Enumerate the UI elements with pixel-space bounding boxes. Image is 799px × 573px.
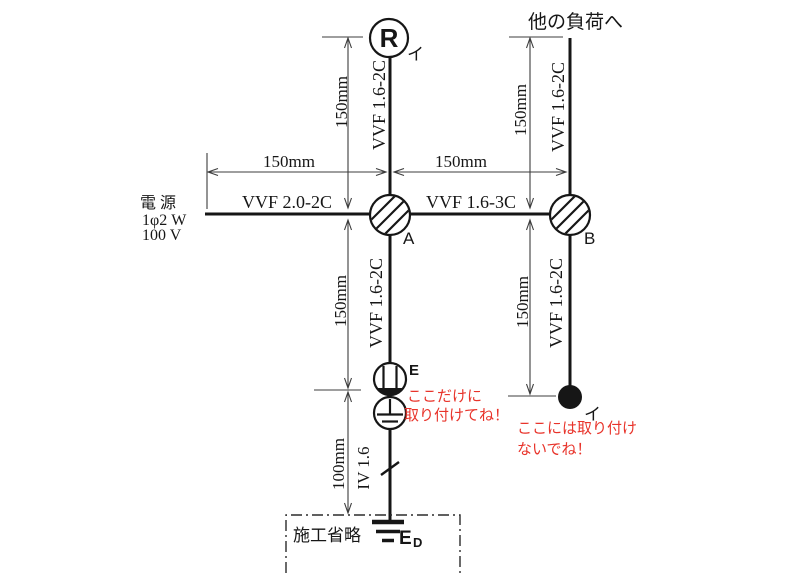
cable-label-a-to-b: VVF 1.6-3C — [426, 192, 516, 212]
outlet-with-earth-symbol — [372, 361, 408, 397]
junction-a-label: A — [403, 229, 415, 248]
power-source-line1: 電 源 — [140, 194, 176, 212]
note-no-attach-line1: ここには取り付け — [517, 420, 637, 437]
switch-symbol — [558, 385, 582, 409]
cable-label-earth-wire: IV 1.6 — [354, 446, 373, 489]
junction-box-a — [368, 193, 412, 237]
circuit-label-lamp: イ — [407, 45, 424, 64]
note-no-attach: ここには取り付け ないでね！ — [517, 420, 637, 458]
arrow-left — [392, 167, 405, 177]
circuit-label-switch: イ — [584, 405, 601, 424]
junction-b-label: B — [584, 229, 595, 248]
construction-omitted-label: 施工省略 — [293, 526, 361, 545]
arrow-left — [206, 167, 219, 177]
arrow-down — [525, 383, 535, 396]
construction-omitted-box — [285, 514, 461, 573]
cable-label-b-to-switch: VVF 1.6-2C — [546, 258, 566, 348]
arrow-up — [343, 218, 353, 231]
arrow-right — [375, 167, 388, 177]
junction-box-b-hatch — [551, 196, 589, 234]
arrow-up — [343, 36, 353, 49]
earth-electrode-sub-label: D — [413, 535, 422, 550]
earth-electrode-symbol — [372, 519, 404, 543]
cable-label-a-to-lamp: VVF 1.6-2C — [369, 60, 389, 150]
other-loads-label: 他の負荷へ — [528, 11, 623, 33]
dimension-lines — [206, 36, 568, 515]
arrow-up — [343, 390, 353, 403]
note-attach-here: ここだけに 取り付けてね！ — [404, 388, 509, 424]
dim-label-b-to-switch: 150mm — [513, 276, 532, 328]
earth-terminal-symbol — [372, 395, 408, 431]
single-conductor-tick — [380, 461, 400, 476]
note-attach-line2: 取り付けてね！ — [404, 407, 509, 424]
cable-label-source-to-a: VVF 2.0-2C — [242, 192, 332, 212]
dim-label-loads-to-b: 150mm — [511, 84, 530, 136]
dim-label-lamp-to-a: 150mm — [332, 76, 351, 128]
lamp-circle — [368, 17, 410, 59]
earth-electrode-label: E — [399, 528, 412, 549]
junction-box-b — [548, 193, 592, 237]
dim-label-outlet-to-omitted: 100mm — [329, 438, 348, 490]
arrow-down — [343, 197, 353, 210]
arrow-up — [525, 36, 535, 49]
power-source-label: 電 源 1φ2 W 100 V — [140, 194, 187, 244]
lamp-letter: R — [380, 23, 399, 53]
arrow-down — [525, 197, 535, 210]
arrow-right — [555, 167, 568, 177]
cable-label-a-to-outlet: VVF 1.6-2C — [366, 258, 386, 348]
note-no-attach-line2: ないでね！ — [517, 441, 592, 458]
power-source-line2: 1φ2 W — [142, 212, 187, 229]
dim-label-a-to-b: 150mm — [435, 152, 487, 171]
dim-label-source-to-a: 150mm — [263, 152, 315, 171]
outlet-circle — [372, 361, 408, 397]
arrow-down — [343, 377, 353, 390]
note-attach-line1: ここだけに — [407, 388, 482, 405]
power-source-line3: 100 V — [142, 227, 182, 244]
cable-label-b-to-loads: VVF 1.6-2C — [548, 62, 568, 152]
arrow-up — [525, 218, 535, 231]
junction-box-a-hatch — [371, 196, 409, 234]
arrow-down — [343, 502, 353, 515]
dim-label-a-to-outlet: 150mm — [331, 275, 350, 327]
outlet-earth-fill — [376, 388, 404, 395]
outlet-earth-label: E — [409, 362, 419, 379]
lamp-symbol: R — [368, 17, 410, 59]
